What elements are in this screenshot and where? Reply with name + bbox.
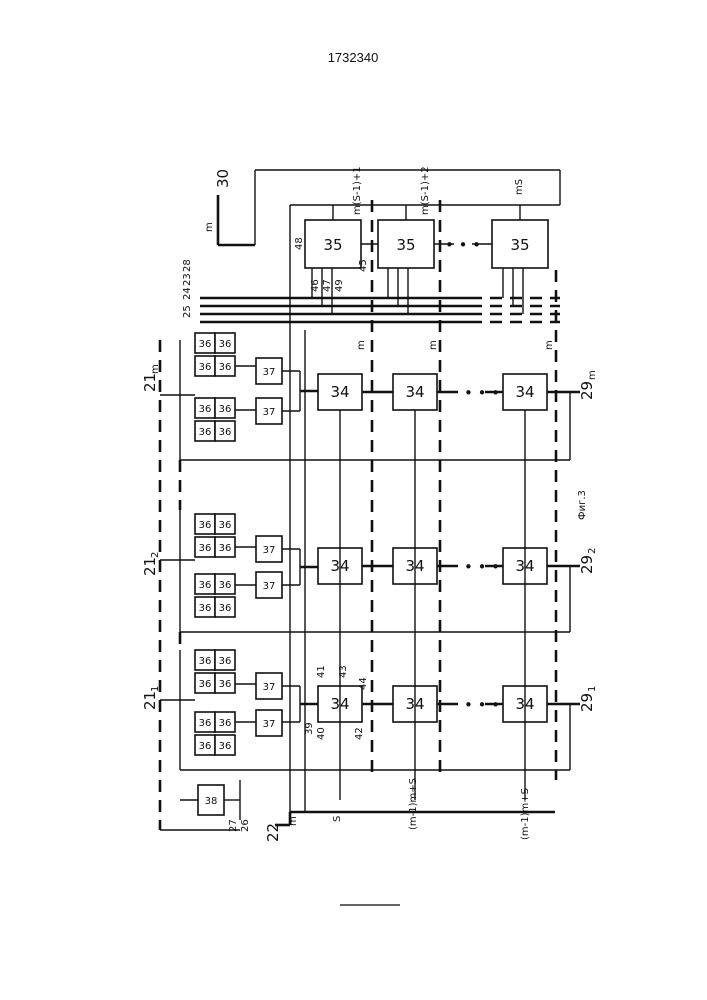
svg-text:37: 37 bbox=[263, 367, 276, 378]
svg-text:m: m bbox=[587, 370, 598, 380]
svg-text:m: m bbox=[288, 816, 299, 826]
bus-25-label: 25 bbox=[182, 305, 193, 318]
svg-text:36: 36 bbox=[219, 718, 232, 729]
pin-49-label: 49 bbox=[334, 279, 345, 292]
svg-text:34: 34 bbox=[405, 383, 424, 401]
group-m: 36 36 36 36 36 36 36 36 37 37 34 34 34 bbox=[160, 333, 580, 460]
input-21m-label: 21 bbox=[141, 373, 159, 392]
svg-text:37: 37 bbox=[263, 545, 276, 556]
control-buses bbox=[200, 298, 560, 322]
svg-text:36: 36 bbox=[199, 603, 212, 614]
output-30-label: 30 bbox=[214, 169, 232, 188]
bus-24-label: 24 bbox=[182, 287, 193, 300]
svg-text:36: 36 bbox=[199, 718, 212, 729]
col-1-top-label: m(S-1)+1 bbox=[352, 166, 363, 215]
svg-text:36: 36 bbox=[199, 656, 212, 667]
svg-text:36: 36 bbox=[219, 679, 232, 690]
svg-text:m: m bbox=[428, 340, 439, 350]
figure-label: Фиг.3 bbox=[577, 490, 588, 520]
svg-text:41: 41 bbox=[316, 665, 327, 678]
input-21-1-label: 21 bbox=[141, 691, 159, 710]
svg-text:34: 34 bbox=[330, 383, 349, 401]
svg-text:37: 37 bbox=[263, 581, 276, 592]
pin-48-label: 48 bbox=[294, 237, 305, 250]
svg-text:36: 36 bbox=[199, 580, 212, 591]
svg-text:37: 37 bbox=[263, 719, 276, 730]
svg-text:• • •: • • • bbox=[464, 696, 500, 714]
output-29-1-label: 29 bbox=[578, 693, 596, 712]
group-1: 36 36 36 36 36 36 36 36 37 37 34 34 34 bbox=[160, 650, 580, 770]
block-35-1-label: 35 bbox=[323, 236, 342, 254]
svg-text:44: 44 bbox=[358, 677, 369, 690]
svg-text:2: 2 bbox=[587, 548, 598, 554]
bus-28-label: 28 bbox=[182, 259, 193, 272]
block-38-area: 38 bbox=[160, 780, 555, 830]
svg-text:36: 36 bbox=[219, 427, 232, 438]
pin-46-label: 46 bbox=[310, 279, 321, 292]
svg-text:36: 36 bbox=[219, 404, 232, 415]
svg-text:S: S bbox=[332, 816, 343, 822]
svg-text:36: 36 bbox=[199, 362, 212, 373]
svg-text:36: 36 bbox=[219, 741, 232, 752]
svg-text:(m-1)m+S: (m-1)m+S bbox=[408, 778, 419, 830]
pin-47-label: 47 bbox=[322, 279, 333, 292]
svg-text:m: m bbox=[356, 340, 367, 350]
svg-text:2: 2 bbox=[150, 552, 161, 558]
bus-23-label: 23 bbox=[182, 273, 193, 286]
svg-text:(m-1)m+S: (m-1)m+S bbox=[520, 788, 531, 840]
svg-text:36: 36 bbox=[199, 427, 212, 438]
output-29m-label: 29 bbox=[578, 381, 596, 400]
svg-text:40: 40 bbox=[316, 727, 327, 740]
svg-text:42: 42 bbox=[354, 727, 365, 740]
input-21-2-label: 21 bbox=[141, 557, 159, 576]
col-last-top-label: mS bbox=[514, 179, 525, 195]
col-2-top-label: m(S-1)+2 bbox=[420, 166, 431, 215]
svg-text:38: 38 bbox=[205, 796, 218, 807]
patent-number: 1732340 bbox=[328, 50, 379, 65]
svg-text:36: 36 bbox=[219, 362, 232, 373]
output-30-m: m bbox=[204, 222, 215, 232]
svg-text:36: 36 bbox=[199, 543, 212, 554]
block-35-row: 35 35 35 • • • bbox=[218, 170, 560, 314]
svg-text:26: 26 bbox=[240, 819, 251, 832]
group-2: 36 36 36 36 36 36 36 36 37 37 34 34 34 bbox=[160, 510, 580, 632]
pin-45-label: 45 bbox=[358, 259, 369, 272]
svg-text:34: 34 bbox=[515, 383, 534, 401]
svg-text:36: 36 bbox=[199, 679, 212, 690]
svg-text:27: 27 bbox=[228, 819, 239, 832]
svg-text:36: 36 bbox=[199, 339, 212, 350]
svg-text:37: 37 bbox=[263, 682, 276, 693]
svg-text:• • •: • • • bbox=[464, 384, 500, 402]
bus-22-label: 22 bbox=[264, 823, 282, 842]
block-35-last-label: 35 bbox=[510, 236, 529, 254]
svg-text:36: 36 bbox=[199, 404, 212, 415]
svg-text:37: 37 bbox=[263, 407, 276, 418]
block-35-2-label: 35 bbox=[396, 236, 415, 254]
output-29-2-label: 29 bbox=[578, 555, 596, 574]
svg-text:1: 1 bbox=[587, 686, 598, 692]
svg-text:36: 36 bbox=[199, 741, 212, 752]
svg-text:36: 36 bbox=[219, 656, 232, 667]
svg-text:36: 36 bbox=[219, 520, 232, 531]
svg-text:36: 36 bbox=[219, 339, 232, 350]
svg-text:36: 36 bbox=[219, 580, 232, 591]
svg-text:m: m bbox=[544, 340, 555, 350]
svg-text:36: 36 bbox=[219, 603, 232, 614]
svg-text:36: 36 bbox=[199, 520, 212, 531]
svg-text:• • •: • • • bbox=[464, 558, 500, 576]
block-35-dots: • • • bbox=[445, 236, 481, 254]
svg-text:36: 36 bbox=[219, 543, 232, 554]
